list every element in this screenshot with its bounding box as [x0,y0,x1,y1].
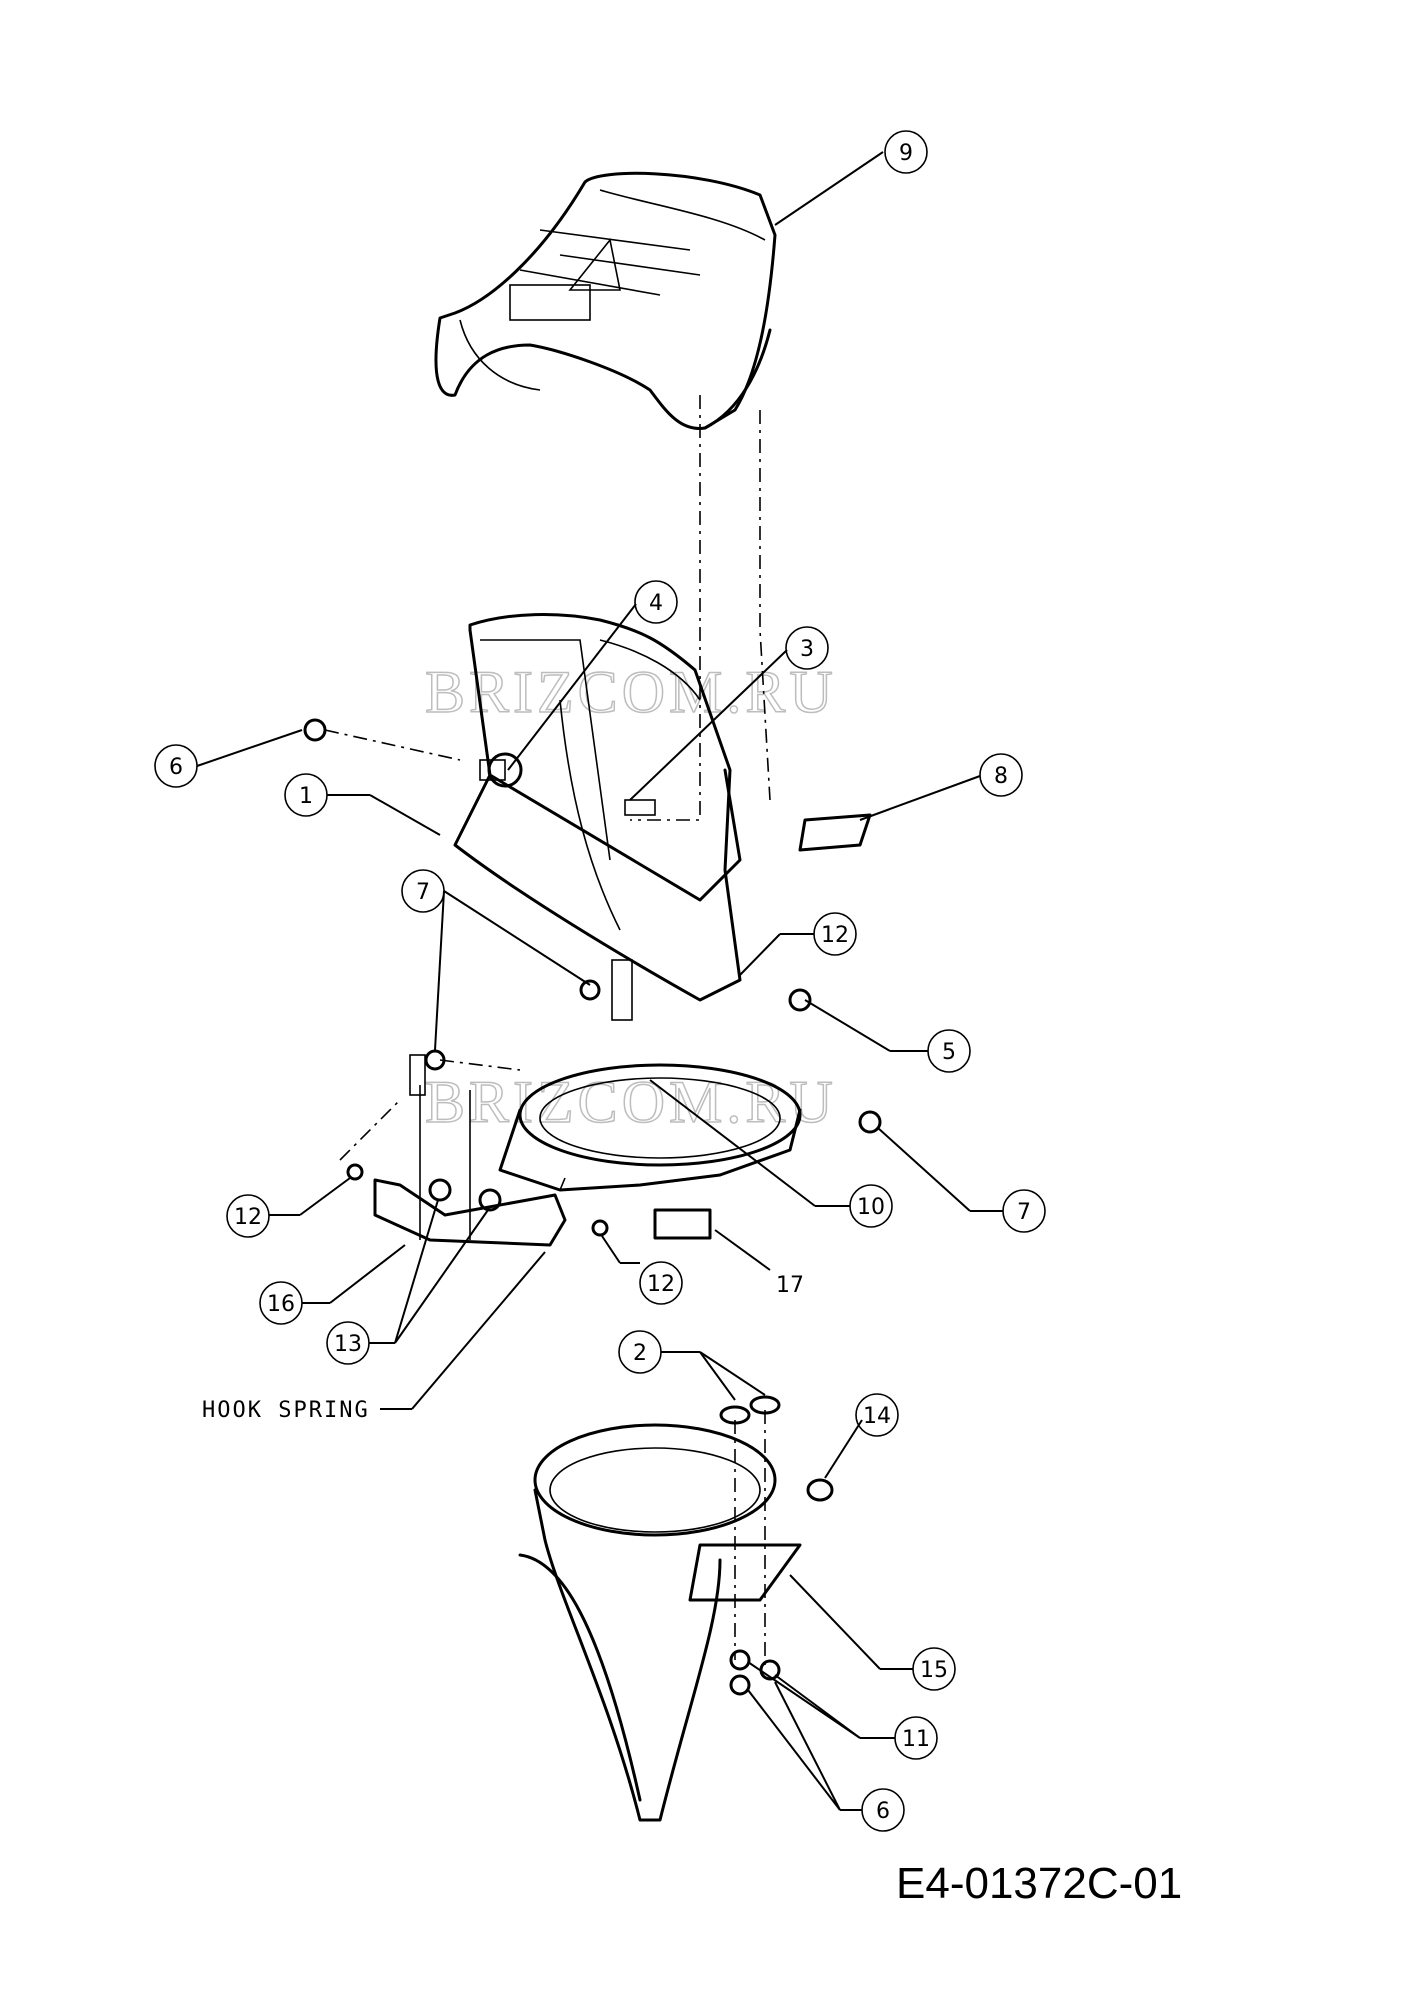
callout-4: 4 [507,580,678,771]
callout-8: 8 [859,753,1023,821]
callout-label: 10 [857,1195,885,1220]
callout-6-lower: 6 [747,1681,905,1832]
callout-12-upper-right: 12 [739,912,857,976]
callout-12-bottom: 12 [601,1235,683,1305]
callout-9: 9 [774,130,928,226]
callout-15: 15 [789,1574,956,1691]
callout-16: 16 [259,1244,406,1325]
callout-12-left: 12 [226,1177,351,1238]
callout-label: 16 [267,1292,295,1317]
callout-label: 12 [647,1272,675,1297]
callout-14: 14 [824,1393,899,1479]
callout-label: 15 [920,1658,948,1683]
label-17: 17 [714,1229,804,1298]
part-upper-chute [453,613,742,1002]
callout-1: 1 [284,773,441,836]
callout-2: 2 [618,1330,766,1401]
hook-spring-label: HOOK SPRING [202,1398,370,1423]
callout-label: 6 [876,1799,890,1824]
callout-13: 13 [326,1199,489,1365]
callout-label: 12 [234,1205,262,1230]
callout-label: 1 [299,784,313,809]
callout-6-upper: 6 [154,729,303,788]
callout-7-lower: 7 [877,1127,1046,1233]
part-17-label: 17 [776,1273,804,1298]
callout-label: 12 [821,923,849,948]
callout-11: 11 [747,1661,938,1760]
callout-3: 3 [629,626,829,801]
callout-label: 3 [800,637,814,662]
part-deflector [434,171,777,430]
label-hook-spring: HOOK SPRING [202,1251,546,1423]
callout-label: 7 [1017,1200,1031,1225]
watermark-top: BRIZCOM.RU [425,659,837,725]
callout-5: 5 [804,999,971,1073]
callout-label: 5 [942,1040,956,1065]
callout-10: 10 [649,1079,893,1228]
callout-label: 13 [334,1332,362,1357]
drawing-code: E4-01372C-01 [896,1859,1182,1908]
callout-7-upper: 7 [401,869,591,1051]
part-ring-base [498,1063,802,1192]
callout-label: 14 [863,1404,891,1429]
callout-label: 7 [416,880,430,905]
alignment-lines [324,395,771,1670]
callout-label: 6 [169,755,183,780]
hardware [303,718,882,1696]
part-bracket [373,1054,567,1247]
callout-label: 4 [649,591,663,616]
callout-label: 8 [994,764,1008,789]
callout-label: 9 [899,141,913,166]
part-lower-chute [518,1423,802,1822]
callout-label: 11 [902,1727,930,1752]
callout-label: 2 [633,1341,647,1366]
